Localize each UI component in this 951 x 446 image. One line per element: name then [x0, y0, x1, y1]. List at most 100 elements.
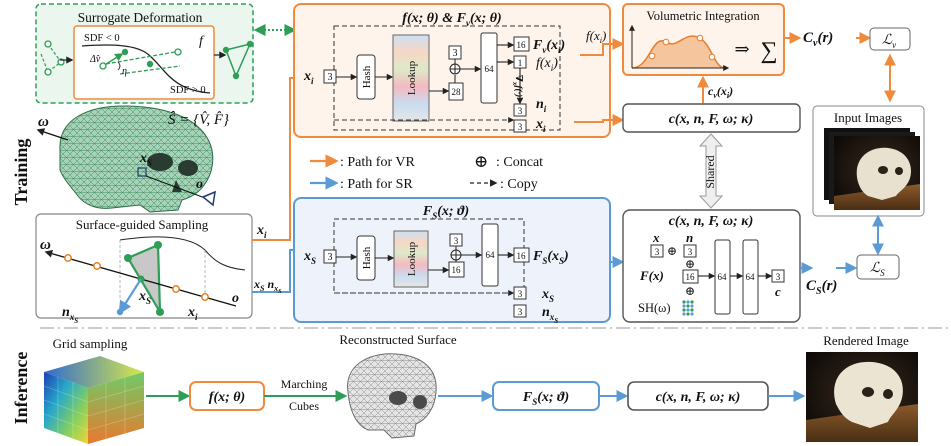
sr-input-label: xS [303, 249, 316, 266]
inference-Fs-label: FS(x; ϑ) [522, 390, 569, 407]
sr-input-dim: 3 [328, 252, 333, 263]
vr-to-vol-path [580, 38, 625, 56]
vr-out-n-label: ni [536, 97, 547, 114]
vr-dim-28-box [448, 82, 464, 101]
legend-concat-text: : Concat [496, 155, 543, 170]
cv-mid-label: cv(xi) [708, 84, 733, 100]
skull-xs-label: xS [139, 151, 152, 168]
vr-input-dim: 3 [328, 72, 333, 83]
sdf-positive-label: SDF > 0 [170, 85, 206, 96]
vr-dim-28: 28 [452, 87, 462, 97]
sr-out-16: 16 [517, 251, 527, 261]
sr-mlp-64-label: 64 [486, 250, 496, 260]
sampling-illustration [44, 236, 246, 316]
vr-out-n-dim: 3 [518, 106, 523, 116]
rendered-image-photo [806, 352, 918, 442]
cv-output-label: Cv(r) [803, 30, 833, 49]
c-network-vr-box [622, 103, 801, 133]
sr-lookup-label: Lookup [406, 241, 418, 276]
skull-o-label: o [196, 177, 203, 192]
c-sr-n-dim-box [683, 244, 697, 258]
c-sr-mlp-1 [714, 239, 731, 315]
sampling-o-label: o [232, 291, 239, 306]
shared-label: Shared [703, 155, 717, 188]
rendered-image-label: Rendered Image [823, 333, 909, 348]
vr-input-label: xi [303, 69, 314, 86]
sr-dim-3: 3 [454, 236, 459, 246]
sr-lookup-table [393, 230, 429, 288]
inference-c-label: c(x, n, F, ω; κ) [656, 390, 741, 405]
sampling-xs-label: xS [138, 289, 151, 306]
sr-network-title: FS(x; ϑ) [422, 204, 469, 221]
input-images-photo-stack [824, 128, 920, 210]
grid-sampling-cube-image [43, 356, 145, 444]
marching-cubes-label-2: Cubes [289, 399, 319, 413]
skull-omega-arrow [36, 128, 69, 141]
legend-sr-text: : Path for SR [340, 177, 413, 192]
vr-lookup-label: Lookup [406, 60, 418, 95]
sampling-normal-label: nxS [62, 305, 78, 325]
shat-label: Ŝ = {V̂, F̂} [168, 111, 229, 128]
sampling-omega-label: ω [40, 237, 51, 253]
inference-f-label: f(x; θ) [209, 390, 245, 405]
c-sr-sh-label: SH(ω) [638, 301, 671, 315]
c-sr-mlp-2-label: 64 [746, 272, 756, 282]
vr-out-x-dim: 3 [518, 122, 523, 132]
sdf-negative-label: SDF < 0 [84, 33, 120, 44]
vr-out-x-box [513, 119, 527, 133]
c-sr-F-dim: 16 [686, 272, 696, 282]
volumetric-integration-plot [629, 24, 730, 71]
vr-out-16-box [513, 36, 530, 52]
sr-out-n-box [513, 304, 527, 318]
vr-out-16: 16 [517, 40, 527, 50]
reconstructed-surface-label: Reconstructed Surface [339, 332, 457, 347]
legend: : Path for VR : Path for SR ⊕ : Concat :… [310, 152, 543, 192]
legend-concat-icon: ⊕ [474, 152, 488, 171]
c-network-sr-title: c(x, n, F, ω; κ) [669, 214, 754, 229]
vr-out-n-box [513, 103, 527, 117]
integration-sum: ∑ [760, 38, 777, 64]
surrogate-deformation-title: Surrogate Deformation [78, 10, 203, 25]
vr-hash-label: Hash [361, 65, 373, 88]
camera-icon [201, 190, 216, 207]
legend-copy-text: : Copy [500, 177, 538, 192]
deform-f-label: f [199, 34, 205, 49]
skull-mesh-image [59, 105, 214, 213]
c-network-vr-label: c(x, n, F, ω; κ) [669, 112, 754, 127]
c-sr-F-label: F(x) [639, 268, 664, 283]
c-sr-x-dim-box [650, 244, 664, 258]
surface-sampling-title: Surface-guided Sampling [76, 217, 209, 232]
skull-omega-label: ω [38, 114, 49, 130]
vr-network-title: f(x; θ) & Fv(x; θ) [402, 11, 501, 28]
vr-out-F-label: Fv(xi) [532, 38, 565, 55]
reconstructed-skull-image [347, 353, 437, 439]
vr-out-1: 1 [518, 58, 523, 68]
sr-out-x-dim: 3 [518, 289, 523, 299]
grid-sampling-label: Grid sampling [53, 336, 128, 351]
cs-output-label: CS(r) [806, 278, 837, 297]
c-sr-mlp-2 [742, 239, 759, 315]
skull-sample-point-marker [137, 167, 147, 177]
c-sr-x-dim: 3 [655, 247, 660, 257]
sr-hash-label: Hash [361, 246, 373, 269]
eta-label: η [122, 66, 127, 77]
c-sr-x-label: x [652, 230, 660, 245]
vr-mlp-64 [480, 32, 498, 104]
sampling-xi-label: xi [187, 305, 198, 322]
volumetric-integration-title: Volumetric Integration [646, 9, 760, 23]
surrogate-inner-panel [73, 25, 215, 100]
vr-mlp-64-label: 64 [485, 64, 495, 74]
sr-out-n-dim: 3 [518, 307, 523, 317]
vr-out-x-label: xi [535, 117, 546, 134]
lv-loss-label: ℒv [882, 33, 896, 50]
vr-gradient-label: ∇xf(·) [511, 75, 524, 98]
c-sr-n-dim: 3 [688, 247, 693, 257]
sr-out-F-label: FS(xS) [532, 249, 569, 266]
c-sr-out-label: c [775, 284, 781, 299]
marching-cubes-label-1: Marching [281, 377, 328, 391]
lv-loss-box [869, 27, 911, 51]
post-deformation-triangle-icon [222, 40, 254, 80]
integration-arrow: ⇒ [734, 39, 749, 59]
ls-loss-label: ℒS [870, 261, 885, 278]
